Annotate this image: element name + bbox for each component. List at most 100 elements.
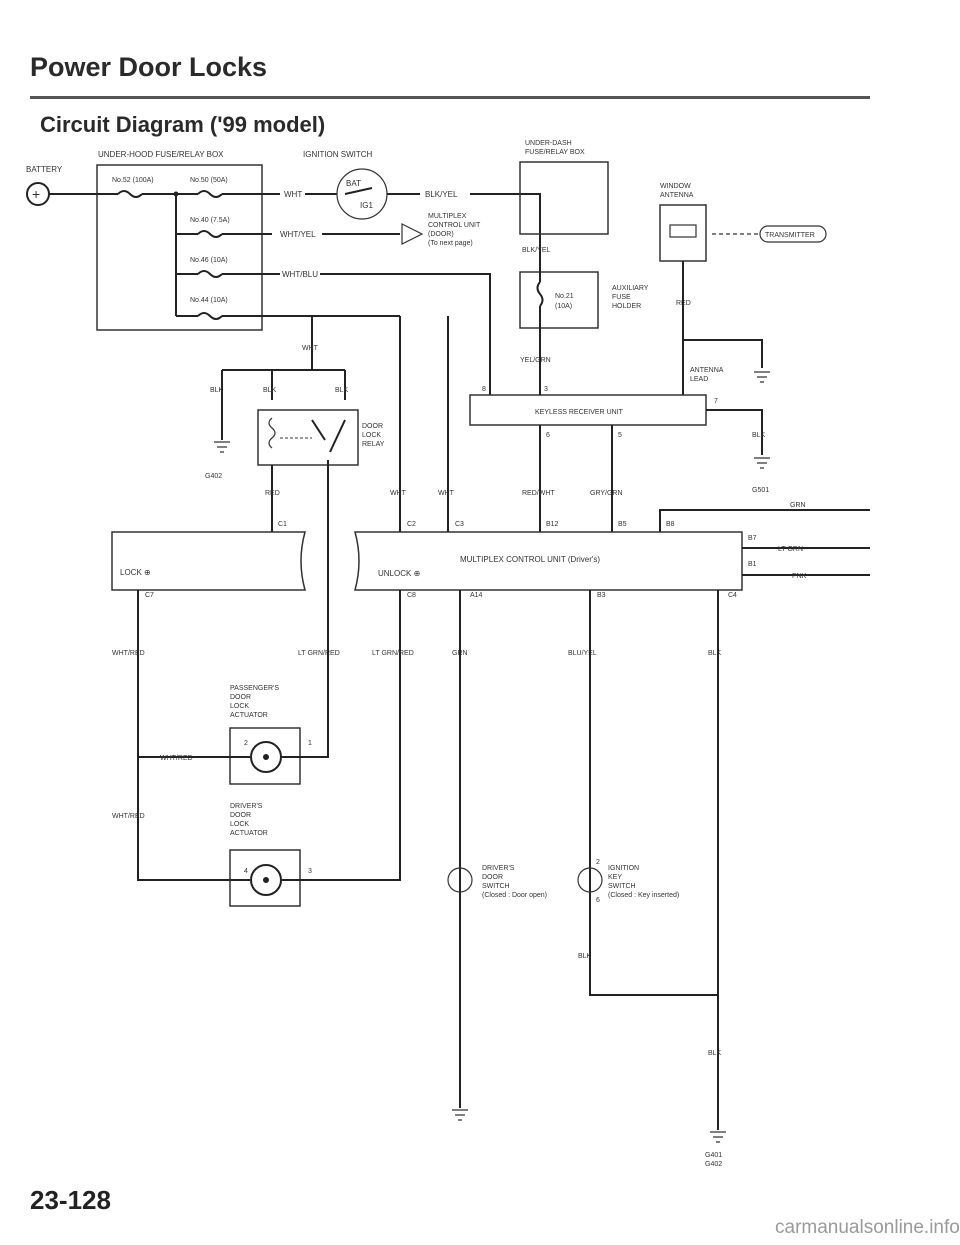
driver-actuator [229,849,301,907]
wire-wht-a: WHT [284,190,302,199]
drv-sw-l2: DOOR [482,874,503,881]
fuse-44-icon [176,312,400,320]
mpx-door-l4: (To next page) [428,240,473,247]
passenger-motor-core-icon [263,754,269,760]
fuse-21-l2: (10A) [555,303,572,310]
kr-pin-8: 8 [482,386,486,393]
fuse-21-l1: No.21 [555,293,574,300]
relay-l2: LOCK [362,432,381,439]
da-pin-4: 4 [244,868,248,875]
lock-label: LOCK ⊕ [120,568,151,577]
fuse-52-label: No.52 (100A) [112,177,154,184]
pin-b7: B7 [748,535,757,542]
pin-b12: B12 [546,521,559,528]
wire-blk-yel-b: BLK/YEL [522,247,551,254]
pin-c1: C1 [278,521,287,528]
antenna-element-icon [669,224,697,238]
driver-door-switch-icon [447,867,473,893]
wire-blk-d: BLK [752,432,766,439]
relay-contacts-icon [311,419,346,453]
wire-wht-d: WHT [438,490,455,497]
battery-plus-icon: + [32,186,40,202]
window-antenna-icon [659,204,707,262]
kr-pin-3: 3 [544,386,548,393]
wire-yel-grn: YEL/GRN [520,357,551,364]
wire-wht-to-unit [399,316,449,532]
title-rule [30,96,870,99]
antenna-lead-l2: LEAD [690,376,708,383]
relay-coil-icon [268,417,276,449]
door-switch-ground-icon [452,1109,468,1121]
fuse-50-icon [197,190,223,198]
mpx-door-l3: (DOOR) [428,231,454,238]
wire-lt-grn-red-b: LT GRN/RED [372,650,414,657]
ignition-switch-label: IGNITION SWITCH [303,150,373,159]
pass-act-l2: DOOR [230,694,251,701]
wire-wht-red-a: WHT/RED [112,650,145,657]
ground-g501-icon [754,457,770,469]
ground-g402b: G402 [705,1161,722,1168]
driver-actuator-wires [282,590,401,881]
drv-sw-l1: DRIVER'S [482,865,515,872]
kr-pin-7: 7 [714,398,718,405]
wire-pnk: PNK [792,573,807,580]
diagram-subtitle: Circuit Diagram ('99 model) [40,112,326,137]
ignition-contact-icon [344,187,373,195]
drv-sw-l3: SWITCH [482,883,510,890]
transmitter-label: TRANSMITTER [765,232,815,239]
wire-wht-red-main [137,590,250,881]
pin-b1: B1 [748,561,757,568]
wire-right-exits [742,547,870,576]
fuse-21-icon [536,260,544,380]
wire-lt-grn: LT GRN [778,546,803,553]
bus-node-icon [173,191,179,197]
ignition-key-switch-icon [577,867,603,893]
underdash-l2: FUSE/RELAY BOX [525,149,585,156]
wire-kr-ground [706,409,763,455]
underhood-fuse-box [96,164,263,331]
relay-l1: DOOR [362,423,383,430]
wire-wht-c: WHT [390,490,407,497]
pin-c4: C4 [728,592,737,599]
underhood-box-label: UNDER-HOOD FUSE/RELAY BOX [98,150,224,159]
pin-b3: B3 [597,592,606,599]
pass-act-l1: PASSENGER'S [230,685,279,692]
wire-blk-g: BLK [708,1050,722,1057]
relay-output-wires [271,460,329,740]
antenna-lead-wire [683,339,763,368]
wire-wht-yel: WHT/YEL [280,230,316,239]
fuse-40-label: No.40 (7.5A) [190,217,230,224]
page-number: 23-128 [30,1185,111,1215]
multiplex-driver-unit [354,531,743,591]
watermark: carmanualsonline.info [775,1217,960,1238]
pa-pin-1: 1 [308,740,312,747]
battery-label: BATTERY [26,165,63,174]
pin-c7: C7 [145,592,154,599]
aux-fuse-l3: HOLDER [612,303,641,310]
passenger-actuator-wires [138,740,329,758]
ik-sw-l4: (Closed : Key inserted) [608,892,679,899]
keyless-receiver-label: KEYLESS RECEIVER UNIT [535,409,624,416]
ign-bat-label: BAT [346,179,361,188]
wire-lt-grn-red-a: LT GRN/RED [298,650,340,657]
drv-act-l2: DOOR [230,812,251,819]
wire-blk-yel-a: BLK/YEL [425,190,458,199]
wire-key-switch [589,590,718,996]
wire-blu-yel: BLU/YEL [568,650,597,657]
arrow-to-door-unit-icon [401,223,424,245]
drv-act-l1: DRIVER'S [230,803,263,810]
ground-g401: G401 [705,1152,722,1159]
fuse-46-label: No.46 (10A) [190,257,228,264]
relay-feed-wires [221,369,346,440]
pin-a14: A14 [470,592,483,599]
antenna-ground-icon [754,371,770,383]
wire-kr-outputs [539,425,613,532]
fuse-44-label: No.44 (10A) [190,297,228,304]
driver-motor-core-icon [263,877,269,883]
wire-red-wht: RED/WHT [522,490,555,497]
wire-blk-a: BLK [210,387,224,394]
mpx-door-l2: CONTROL UNIT [428,222,481,229]
wire-wht-red-b: WHT/RED [160,755,193,762]
ground-g402: G402 [205,473,222,480]
mpx-door-l1: MULTIPLEX [428,213,467,220]
